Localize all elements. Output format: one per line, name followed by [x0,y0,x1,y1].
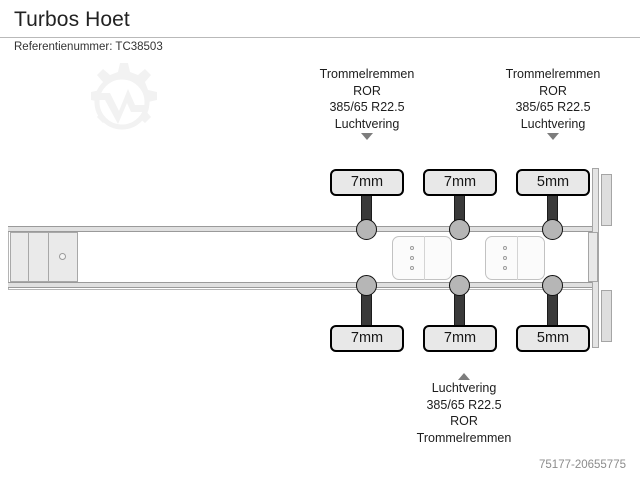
listing-id: 75177-20655775 [539,459,626,471]
rear-bumper-lower [601,290,612,342]
annotation-axle-3: Trommelremmen ROR 385/65 R22.5 Luchtveri… [468,66,638,140]
suspension-plate-2 [485,236,545,280]
annotation-line: ROR [539,83,567,98]
suspension-dot [503,246,507,250]
axle-stem-2-mid [454,274,465,334]
annotation-line: Trommelremmen [319,67,415,81]
wheel-hub-2-upper [449,219,470,240]
tyre-badge-top-3[interactable]: 5mm [516,169,590,196]
kingpin-circle [59,253,66,260]
suspension-dot [503,266,507,270]
suspension-divider [517,236,518,280]
suspension-dot [410,246,414,250]
tyre-badge-top-2[interactable]: 7mm [423,169,497,196]
caret-down-icon [547,133,559,140]
tyre-badge-top-1[interactable]: 7mm [330,169,404,196]
suspension-divider [424,236,425,280]
tyre-badge-bottom-3[interactable]: 5mm [516,325,590,352]
wheel-hub-1-upper [356,219,377,240]
annotation-axle-1: Trommelremmen ROR 385/65 R22.5 Luchtveri… [282,66,452,140]
header-divider [0,37,640,38]
annotation-line: Luchtvering [520,116,586,131]
annotation-line: 385/65 R22.5 [329,100,405,114]
annotation-line: 385/65 R22.5 [515,100,591,114]
wheel-hub-3-upper [542,219,563,240]
annotation-line: Luchtvering [431,381,497,395]
suspension-dot [410,266,414,270]
annotation-line: ROR [450,414,478,428]
tyre-badge-bottom-1[interactable]: 7mm [330,325,404,352]
suspension-dot [503,256,507,260]
tyre-badge-bottom-2[interactable]: 7mm [423,325,497,352]
suspension-plate-1 [392,236,452,280]
rear-bumper-upper [601,174,612,226]
chassis-rail-upper [8,226,594,232]
suspension-dot [410,256,414,260]
annotation-line: ROR [353,83,381,98]
annotation-line: 385/65 R22.5 [426,397,502,412]
annotation-line: Trommelremmen [505,67,601,81]
rear-crossmember [588,232,598,282]
axle-stem-3-mid [547,274,558,334]
annotation-axle-bottom: Luchtvering 385/65 R22.5 ROR Trommelremm… [374,372,554,446]
caret-down-icon [361,133,373,140]
chassis-rail-lower [8,282,594,288]
axle-stem-1-mid [361,274,372,334]
page-title: Turbos Hoet [14,8,130,31]
caret-up-icon [458,373,470,380]
annotation-line: Trommelremmen [416,430,512,445]
trailer-diagram: Trommelremmen ROR 385/65 R22.5 Luchtveri… [0,56,640,456]
reference-number: Referentienummer: TC38503 [14,41,163,53]
annotation-line: Luchtvering [334,116,400,131]
kingpin-divider-1 [28,232,29,282]
wheel-hub-3-lower [542,275,563,296]
wheel-hub-1-lower [356,275,377,296]
wheel-hub-2-lower [449,275,470,296]
